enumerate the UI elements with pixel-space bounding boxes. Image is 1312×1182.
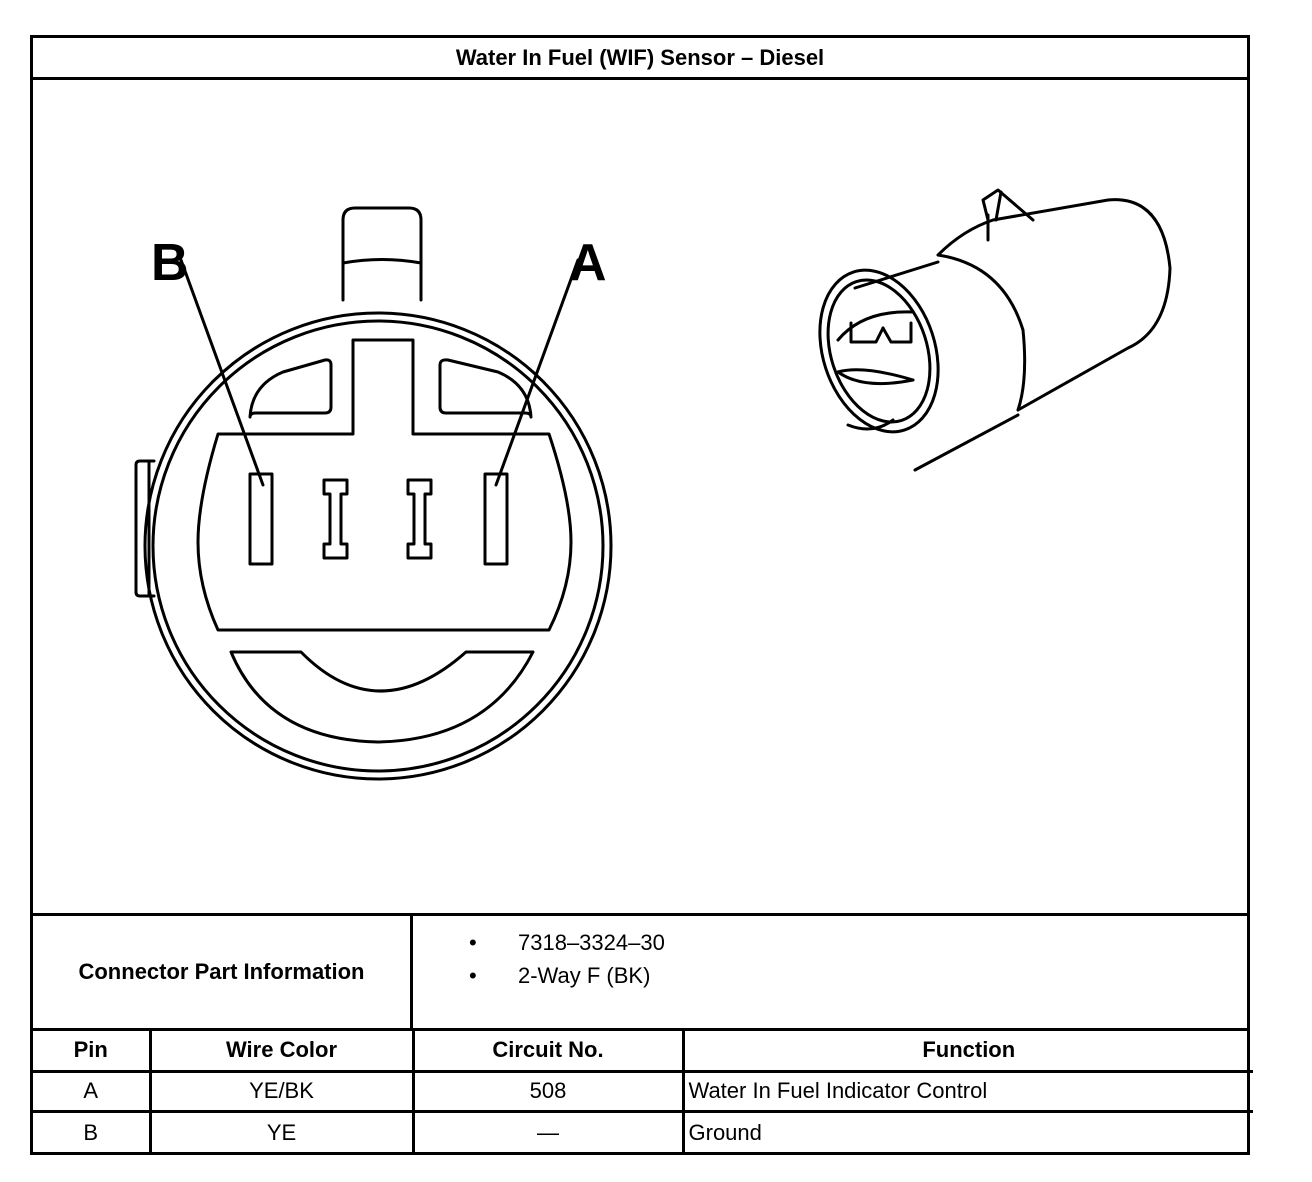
connector-part-info-label: Connector Part Information — [33, 916, 413, 1028]
part-number: 7318–3324–30 — [518, 930, 665, 955]
terminal-a — [483, 472, 509, 566]
connector-illustration: B A — [134, 188, 1172, 781]
lower-crescent — [229, 650, 535, 744]
cell-pin: A — [33, 1069, 152, 1114]
pin-table: Pin Wire Color Circuit No. Function A YE… — [33, 1031, 1253, 1152]
leader-line-b — [179, 258, 265, 487]
list-item: • 2-Way F (BK) — [413, 959, 1247, 992]
connector-drawing: B A — [33, 80, 1247, 913]
cell-function: Ground — [681, 1110, 1253, 1152]
connector-side-tab — [134, 459, 156, 598]
bullet-icon: • — [469, 930, 477, 955]
connector-sheet: Water In Fuel (WIF) Sensor – Diesel — [30, 35, 1253, 1155]
pin-label-b: B — [151, 234, 189, 292]
table-row: A YE/BK 508 Water In Fuel Indicator Cont… — [33, 1069, 1253, 1114]
connector-shell — [143, 311, 613, 781]
cell-pin: B — [33, 1110, 152, 1152]
header-wire-color: Wire Color — [148, 1031, 415, 1073]
pin-label-a: A — [569, 234, 607, 292]
cell-wire-color: YE — [148, 1110, 415, 1152]
terminal-b — [248, 472, 274, 566]
connector-latch — [341, 206, 423, 302]
terminal-dummy-left — [322, 478, 349, 560]
connector-part-info-list: • 7318–3324–30 • 2-Way F (BK) — [413, 916, 1247, 1038]
table-header-row: Pin Wire Color Circuit No. Function — [33, 1031, 1253, 1073]
cell-circuit-no: — — [411, 1110, 685, 1152]
connector-perspective-view — [818, 188, 1172, 472]
connector-cavity — [196, 338, 573, 632]
cell-function: Water In Fuel Indicator Control — [681, 1069, 1253, 1114]
connector-type: 2-Way F (BK) — [518, 963, 651, 988]
connector-mouth — [818, 268, 940, 434]
cell-wire-color: YE/BK — [148, 1069, 415, 1114]
terminal-dummy-right — [406, 478, 433, 560]
page-title: Water In Fuel (WIF) Sensor – Diesel — [33, 38, 1247, 80]
header-pin: Pin — [33, 1031, 152, 1073]
cell-circuit-no: 508 — [411, 1069, 685, 1114]
table-row: B YE — Ground — [33, 1110, 1253, 1152]
list-item: • 7318–3324–30 — [413, 926, 1247, 959]
leader-line-a — [494, 258, 580, 487]
bullet-icon: • — [469, 963, 477, 988]
upper-slot-right — [438, 358, 533, 419]
header-circuit-no: Circuit No. — [411, 1031, 685, 1073]
connector-part-info: Connector Part Information • 7318–3324–30… — [33, 913, 1247, 1031]
header-function: Function — [681, 1031, 1253, 1073]
upper-slot-left — [248, 358, 333, 419]
